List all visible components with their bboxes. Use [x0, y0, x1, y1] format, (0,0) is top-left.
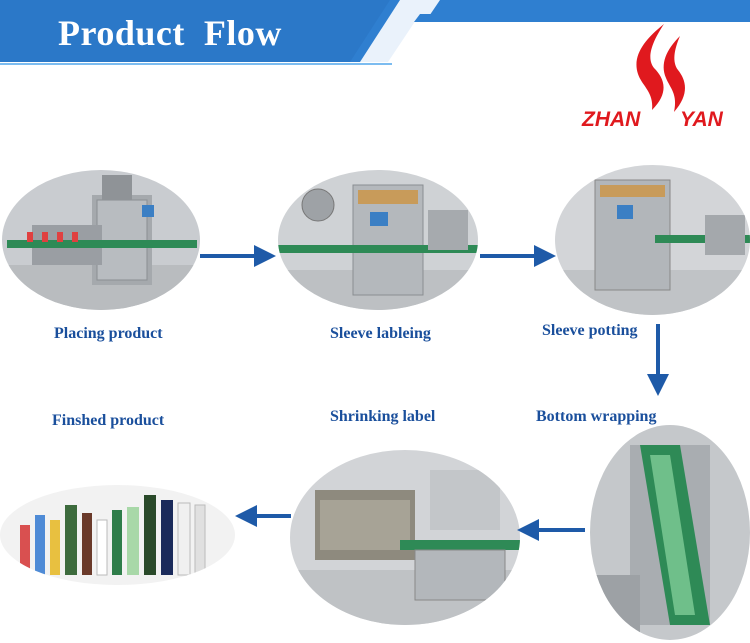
- step-label-bottom-wrapping: Bottom wrapping: [536, 408, 657, 425]
- step-label-shrinking-label: Shrinking label: [330, 408, 436, 425]
- logo-text-left: ZHAN: [582, 108, 641, 131]
- photo-sleeve-potting: [555, 165, 750, 315]
- photo-bottom-wrapping: [590, 425, 750, 640]
- logo-text-right: YAN: [680, 108, 723, 131]
- step-label-sleeve-potting: Sleeve potting: [542, 322, 638, 339]
- header-banner: Product Flow: [0, 0, 750, 80]
- page-title: Product Flow: [58, 13, 282, 53]
- step-label-placing-product: Placing product: [54, 325, 163, 342]
- arrow-right-2: [480, 245, 556, 267]
- arrow-left-2: [235, 505, 291, 527]
- arrow-right-1: [200, 245, 276, 267]
- photo-shrinking-label: [290, 450, 520, 625]
- step-label-finished-product: Finshed product: [52, 412, 165, 429]
- flame-icon: [636, 24, 685, 112]
- photo-sleeve-labeling: [278, 170, 478, 310]
- arrow-down: [647, 324, 669, 396]
- photo-finished-product: [0, 485, 235, 585]
- step-label-sleeve-labeling: Sleeve lableing: [330, 325, 431, 342]
- banner-shape: [0, 0, 750, 65]
- photo-placing-product: [2, 170, 200, 310]
- arrow-left-1: [517, 519, 585, 541]
